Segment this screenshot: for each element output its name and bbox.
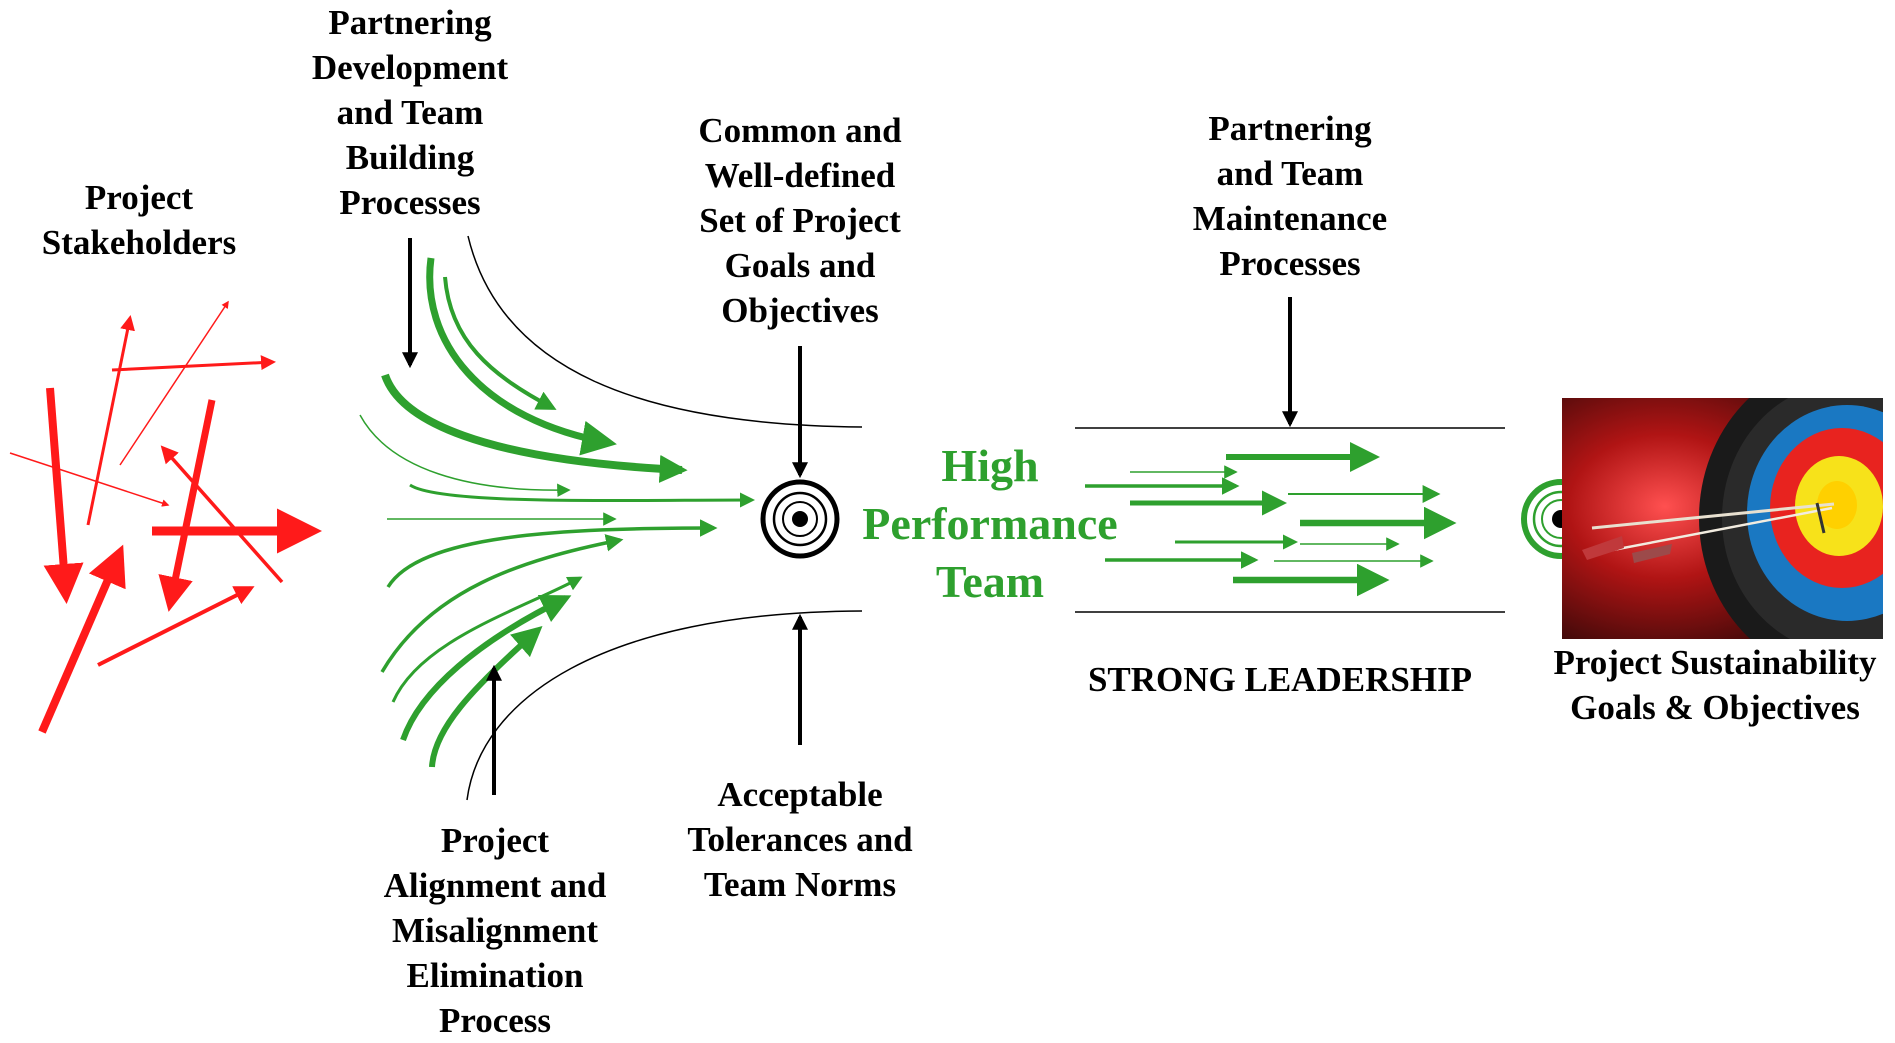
pointer-arrows xyxy=(402,238,1298,795)
red-arrow xyxy=(158,399,216,612)
green-curved-arrow xyxy=(400,595,572,741)
red-arrow xyxy=(43,387,84,604)
common-goals-label: Common and Well-defined Set of Project G… xyxy=(698,111,902,330)
red-arrow xyxy=(38,544,126,734)
funnel-walls xyxy=(466,235,1505,801)
bullseye-icon xyxy=(760,479,840,559)
acceptable-tolerances-label: Acceptable Tolerances and Team Norms xyxy=(687,775,913,904)
red-arrow xyxy=(160,445,284,584)
green-curved-arrow xyxy=(426,257,617,456)
strong-leadership-label: STRONG LEADERSHIP xyxy=(1087,660,1473,699)
red-arrow xyxy=(9,452,170,507)
red-arrow xyxy=(97,586,255,667)
project-stakeholders-label: Project Stakeholders xyxy=(41,178,237,262)
red-arrow xyxy=(111,355,276,372)
green-curved-arrow xyxy=(429,626,543,768)
project-sustainability-label: Project Sustainability Goals & Objective… xyxy=(1553,643,1877,727)
red-arrow xyxy=(86,315,135,526)
green-curved-arrow xyxy=(409,483,755,508)
green-curved-arrow xyxy=(359,414,571,497)
green-curved-arrow xyxy=(380,534,624,673)
converging-arrows xyxy=(359,257,755,768)
target-rings xyxy=(1699,398,1883,639)
partnering-maintenance-label: Partnering and Team Maintenance Processe… xyxy=(1192,109,1388,283)
archery-target-image xyxy=(1562,398,1883,639)
arrows-in-target xyxy=(1582,502,1835,563)
funnel-bottom-curve xyxy=(466,610,863,801)
partnering-development-label: Partnering Development and Team Building… xyxy=(311,3,509,222)
aligned-arrows xyxy=(1085,442,1457,597)
green-curved-arrow xyxy=(381,373,688,483)
funnel-top-curve xyxy=(467,235,863,428)
high-performance-team-label: High Performance Team xyxy=(862,440,1118,607)
project-alignment-label: Project Alignment and Misalignment Elimi… xyxy=(383,821,607,1040)
green-curved-arrow xyxy=(443,276,557,410)
stakeholder-arrows xyxy=(9,300,322,734)
green-curved-arrow xyxy=(386,519,718,588)
green-curved-arrow xyxy=(391,576,583,703)
red-arrow xyxy=(119,300,229,466)
